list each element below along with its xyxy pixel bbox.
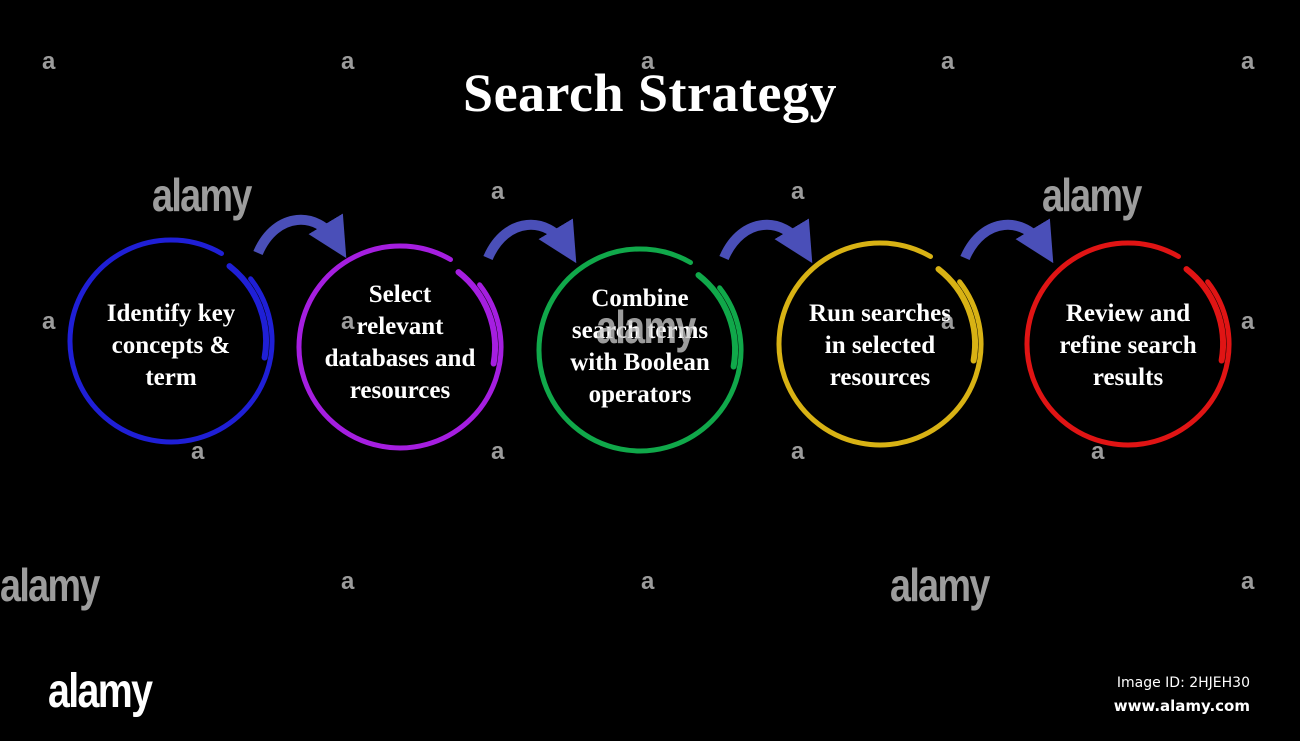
watermark-letter: a [341, 308, 354, 335]
watermark-letter: a [42, 308, 55, 335]
page-title: Search Strategy [463, 63, 837, 123]
step-ring-tail-4 [935, 266, 979, 364]
watermark-letter: a [191, 438, 204, 465]
step-label-1: Identify key concepts & term [76, 298, 266, 394]
step-label-line: resources [349, 377, 451, 404]
step-ring-5 [1024, 240, 1232, 448]
watermark-word: alamy [596, 301, 696, 353]
watermark-word: alamy [1042, 169, 1142, 221]
brand-logo: alamy [48, 665, 153, 718]
watermark-letter: a [1241, 48, 1254, 75]
step-label-2: Select relevant databases and resources [305, 279, 495, 407]
step-label-line: Combine [591, 285, 689, 312]
step-label-3: Combine search terms with Boolean operators [545, 283, 735, 411]
step-label-line: operators [588, 381, 692, 408]
watermark-letter: a [941, 48, 954, 75]
watermark-letter: a [491, 438, 504, 465]
step-rings [67, 237, 1232, 454]
step-label-line: relevant [356, 313, 444, 340]
step-label-line: resources [829, 364, 931, 391]
watermark-letter: a [641, 48, 654, 75]
watermark-letter: a [791, 178, 804, 205]
step-label-line: Select [368, 281, 432, 308]
step-label-line: in selected [824, 332, 936, 359]
step-ring-tail-1 [226, 263, 270, 361]
flow-arrow-4 [960, 218, 1054, 264]
step-label-line: with Boolean [570, 349, 710, 376]
watermark-word: alamy [0, 559, 100, 611]
step-arrows [253, 213, 1054, 264]
watermark-letter: a [42, 48, 55, 75]
watermark-letter: a [1241, 308, 1254, 335]
watermark-word: alamy [890, 559, 990, 611]
flow-arrow-2 [483, 218, 577, 264]
watermark-letter: a [1241, 568, 1254, 595]
watermark-letter: a [491, 178, 504, 205]
step-label-5: Review and refine search results [1033, 298, 1223, 394]
step-label-line: Run searches [809, 300, 951, 327]
watermark-letter: a [941, 308, 954, 335]
site-url: www.alamy.com [1113, 697, 1250, 715]
step-ring-1 [67, 237, 275, 445]
step-label-line: Identify key [106, 300, 236, 327]
watermark-word: alamy [152, 169, 252, 221]
step-ring-3 [536, 246, 744, 454]
step-label-line: search terms [571, 317, 709, 344]
step-ring-tail-3 [695, 272, 739, 370]
step-label-line: results [1092, 364, 1164, 391]
watermark-letter: a [341, 568, 354, 595]
step-label-line: Review and [1065, 300, 1191, 327]
watermark-letter: a [641, 568, 654, 595]
image-id: Image ID: 2HJEH30 [1116, 675, 1250, 691]
watermark-letter: a [1091, 438, 1104, 465]
step-ring-4 [776, 240, 984, 448]
step-ring-2 [296, 243, 504, 451]
watermark-letter: a [791, 438, 804, 465]
step-ring-tail-5 [1183, 266, 1227, 364]
flow-arrow-1 [253, 213, 347, 259]
step-label-line: term [145, 364, 197, 391]
step-label-line: concepts & [111, 332, 231, 359]
step-ring-tail-2 [455, 269, 499, 367]
watermark-letter: a [341, 48, 354, 75]
flow-arrow-3 [719, 218, 813, 264]
step-label-line: refine search [1059, 332, 1197, 359]
step-label-4: Run searches in selected resources [785, 298, 975, 394]
step-label-line: databases and [324, 345, 476, 372]
